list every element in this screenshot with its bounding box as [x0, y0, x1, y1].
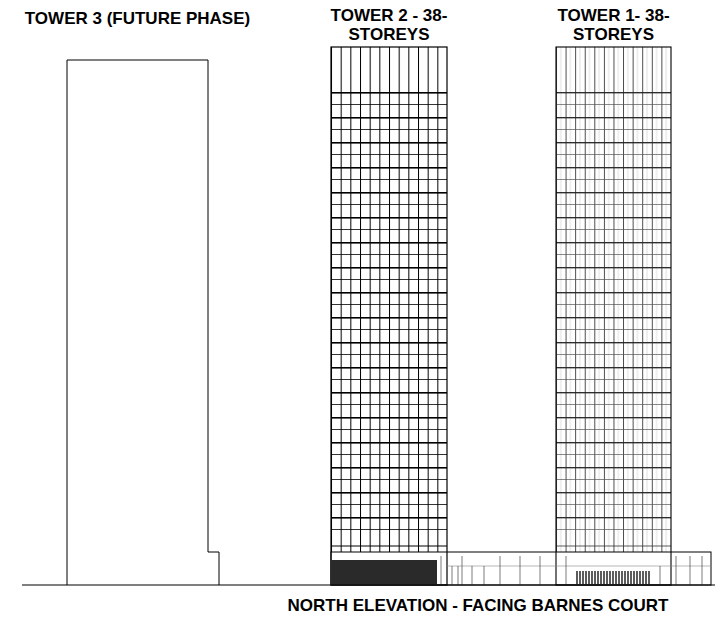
podium-outline [331, 552, 711, 585]
podium-line [447, 566, 711, 567]
floor-line [556, 546, 671, 547]
tower-label: TOWER 3 (FUTURE PHASE) [25, 9, 250, 28]
floor-lines [331, 92, 447, 540]
mullion-grid [556, 47, 671, 552]
drawing-caption: NORTH ELEVATION - FACING BARNES COURT [288, 596, 669, 616]
tower: TOWER 3 (FUTURE PHASE) [67, 60, 208, 585]
tower: TOWER 2 - 38-STOREYS [331, 47, 447, 585]
tower-label: TOWER 1- 38-STOREYS [549, 6, 679, 44]
tower-outline [67, 60, 219, 585]
podium-dark-wall [331, 560, 437, 585]
floor-lines [556, 92, 671, 540]
mullion-grid [331, 47, 447, 552]
podium-screen [576, 571, 650, 585]
tower-outline [556, 47, 671, 585]
tower: TOWER 1- 38-STOREYS [556, 47, 671, 585]
tower-label: TOWER 2 - 38-STOREYS [324, 6, 454, 44]
floor-line [331, 546, 447, 547]
ground-line [22, 584, 715, 585]
podium-mullions [441, 556, 702, 585]
tower-outline [331, 47, 447, 585]
